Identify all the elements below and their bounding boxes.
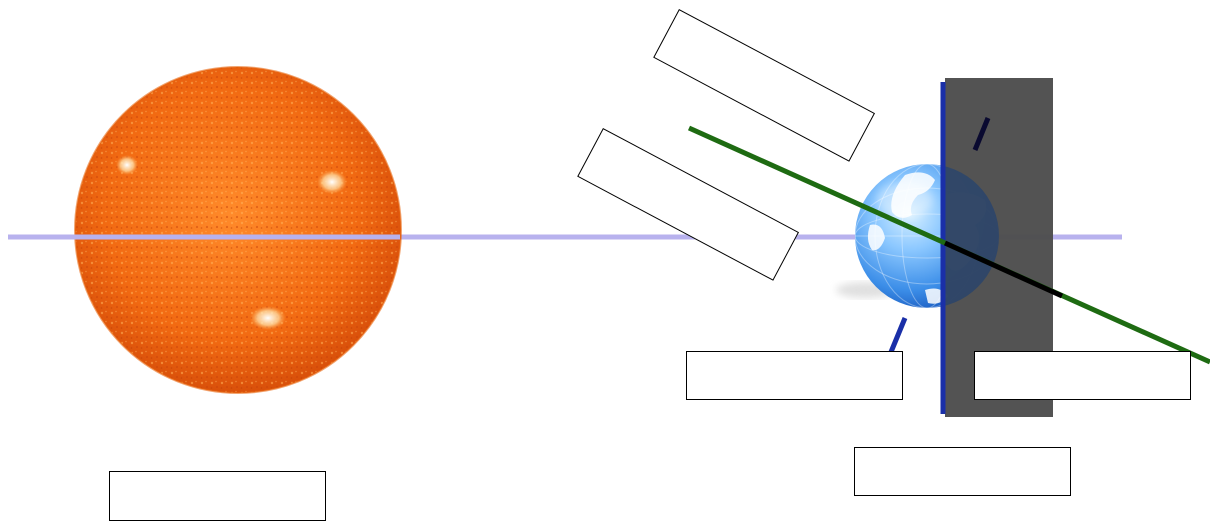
sun-flare — [317, 170, 347, 194]
sun-flare — [116, 155, 138, 175]
sun-flare — [250, 306, 286, 330]
earth-axis-lower — [888, 317, 908, 353]
label-box-day-side[interactable] — [686, 351, 903, 400]
label-box-night-side[interactable] — [974, 351, 1191, 400]
label-box-terminator[interactable] — [854, 447, 1071, 496]
ecliptic-line-shadow-segment — [943, 240, 1064, 299]
label-box-sun[interactable] — [109, 471, 326, 521]
sun — [74, 66, 402, 394]
earth-axis-upper-dark — [972, 117, 991, 151]
